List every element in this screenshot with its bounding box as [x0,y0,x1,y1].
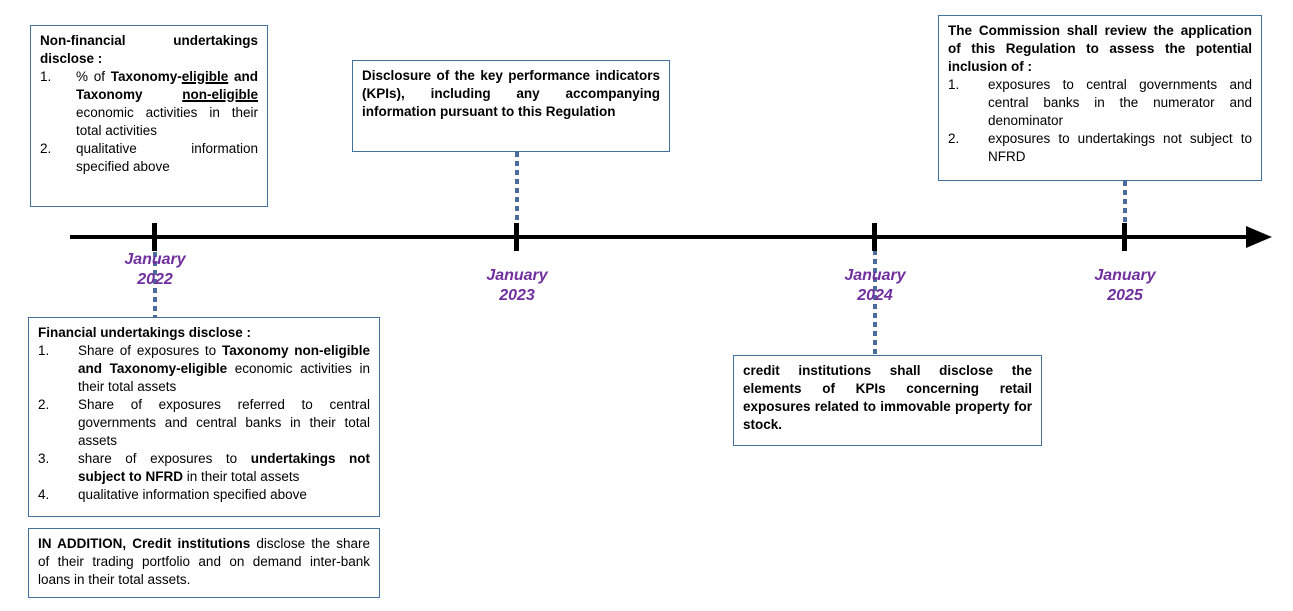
timeline-tick-2022 [152,223,157,251]
milestone-month: January [844,267,906,284]
milestone-month: January [1094,267,1156,284]
textbox-credit-institutions-addition: IN ADDITION, Credit institutions disclos… [28,528,380,598]
textbox-kpi-disclosure: Disclosure of the key performance indica… [352,60,670,152]
list-item-text: qualitative information specified above [76,141,258,174]
textbox-commission-review: The Commission shall review the applicat… [938,15,1262,181]
timeline-arrowhead-icon [1246,226,1272,248]
timeline-tick-2025 [1122,223,1127,251]
milestone-label-2022: January 2022 [85,250,225,290]
list-item: 2. qualitative information specified abov… [40,140,258,176]
list-item: 3. share of exposures to undertakings not… [38,450,370,486]
list-item-number: 2. [40,141,52,156]
list-item-number: 3. [38,451,50,466]
list-item-number: 4. [38,487,50,502]
dotted-connector-2022 [153,252,157,317]
list-item-number: 1. [948,77,960,92]
box-text: Non-financial undertakings disclose : [40,33,258,66]
textbox-financial-undertakings: Financial undertakings disclose : 1. Share… [28,317,380,517]
timeline-axis [70,235,1252,239]
milestone-year: 2023 [499,287,535,304]
milestone-year: 2025 [1107,287,1143,304]
timeline-tick-2024 [872,223,877,251]
timeline-tick-2023 [514,223,519,251]
list-item: 4. qualitative information specified abov… [38,486,370,504]
milestone-label-2023: January 2023 [447,266,587,306]
list-item: 2. exposures to undertakings not subject … [948,130,1252,166]
milestone-year: 2024 [857,287,893,304]
box-text: Disclosure of the key performance indica… [362,68,660,119]
dotted-connector-2023 [515,152,519,227]
box-text: IN ADDITION, Credit institutions disclos… [38,536,370,587]
dotted-connector-2025 [1123,181,1127,226]
milestone-label-2024: January 2024 [805,266,945,306]
list-item: 1. % of Taxonomy-eligible and Taxonomy no… [40,68,258,140]
list-item: 1. Share of exposures to Taxonomy non-eli… [38,342,370,396]
milestone-month: January [124,251,186,268]
list-item-text: % of Taxonomy-eligible and Taxonomy non-… [76,69,258,138]
list-item-text: share of exposures to undertakings not s… [78,451,370,484]
milestone-label-2025: January 2025 [1055,266,1195,306]
list-item-text: Share of exposures referred to central g… [78,397,370,448]
list-item-text: exposures to undertakings not subject to… [988,131,1252,164]
list-item-number: 2. [948,131,960,146]
list-item-number: 1. [38,343,50,358]
list-item: 2. Share of exposures referred to central… [38,396,370,450]
textbox-non-financial-undertakings: Non-financial undertakings disclose : 1.%… [30,25,268,207]
dotted-connector-2024 [873,250,877,355]
box-text: The Commission shall review the applicat… [948,23,1252,74]
milestone-year: 2022 [137,271,173,288]
list-item-text: exposures to central governments and cen… [988,77,1252,128]
box-text: Financial undertakings disclose : [38,325,252,340]
box-text: credit institutions shall disclose the e… [743,363,1032,432]
list-item-number: 1. [40,69,52,84]
list-item-text: Share of exposures to Taxonomy non-eligi… [78,343,370,394]
list-item-number: 2. [38,397,50,412]
list-item: 1. exposures to central governments and c… [948,76,1252,130]
milestone-month: January [486,267,548,284]
list-item-text: qualitative information specified above [78,487,307,502]
textbox-credit-institutions-retail: credit institutions shall disclose the e… [733,355,1042,446]
